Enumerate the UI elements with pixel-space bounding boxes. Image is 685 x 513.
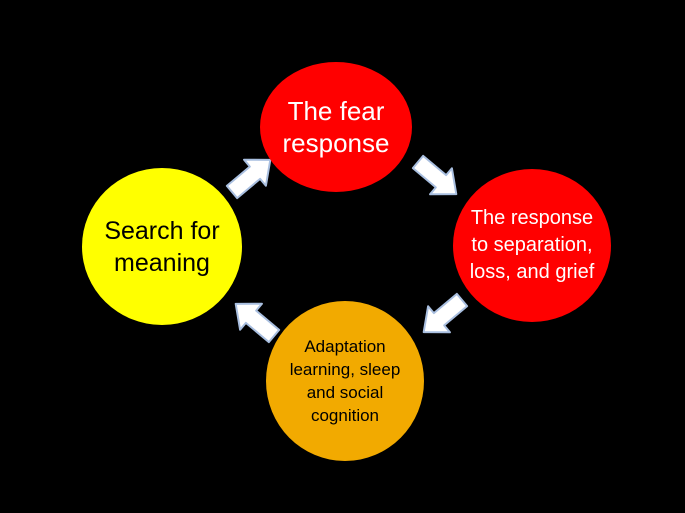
node-adaptation: Adaptation learning, sleep and social co… (266, 301, 424, 461)
arrow-separation-to-adaptation (422, 292, 469, 334)
arrow-shape (411, 154, 458, 196)
arrow-shape (225, 158, 272, 200)
node-separation-loss-grief: The response to separation, loss, and gr… (453, 169, 611, 322)
node-label: The response to separation, loss, and gr… (469, 207, 595, 283)
arrow-meaning-to-fear (225, 158, 272, 200)
node-search-for-meaning: Search for meaning (82, 168, 242, 325)
arrow-adaptation-to-meaning (234, 302, 281, 344)
node-label: Search for meaning (104, 216, 220, 277)
node-label: The fear response (282, 96, 390, 158)
arrow-shape (234, 302, 281, 344)
arrow-shape (422, 292, 469, 334)
node-label: Adaptation learning, sleep and social co… (289, 337, 401, 425)
node-fear-response: The fear response (260, 62, 412, 192)
arrow-fear-to-separation (411, 154, 458, 196)
